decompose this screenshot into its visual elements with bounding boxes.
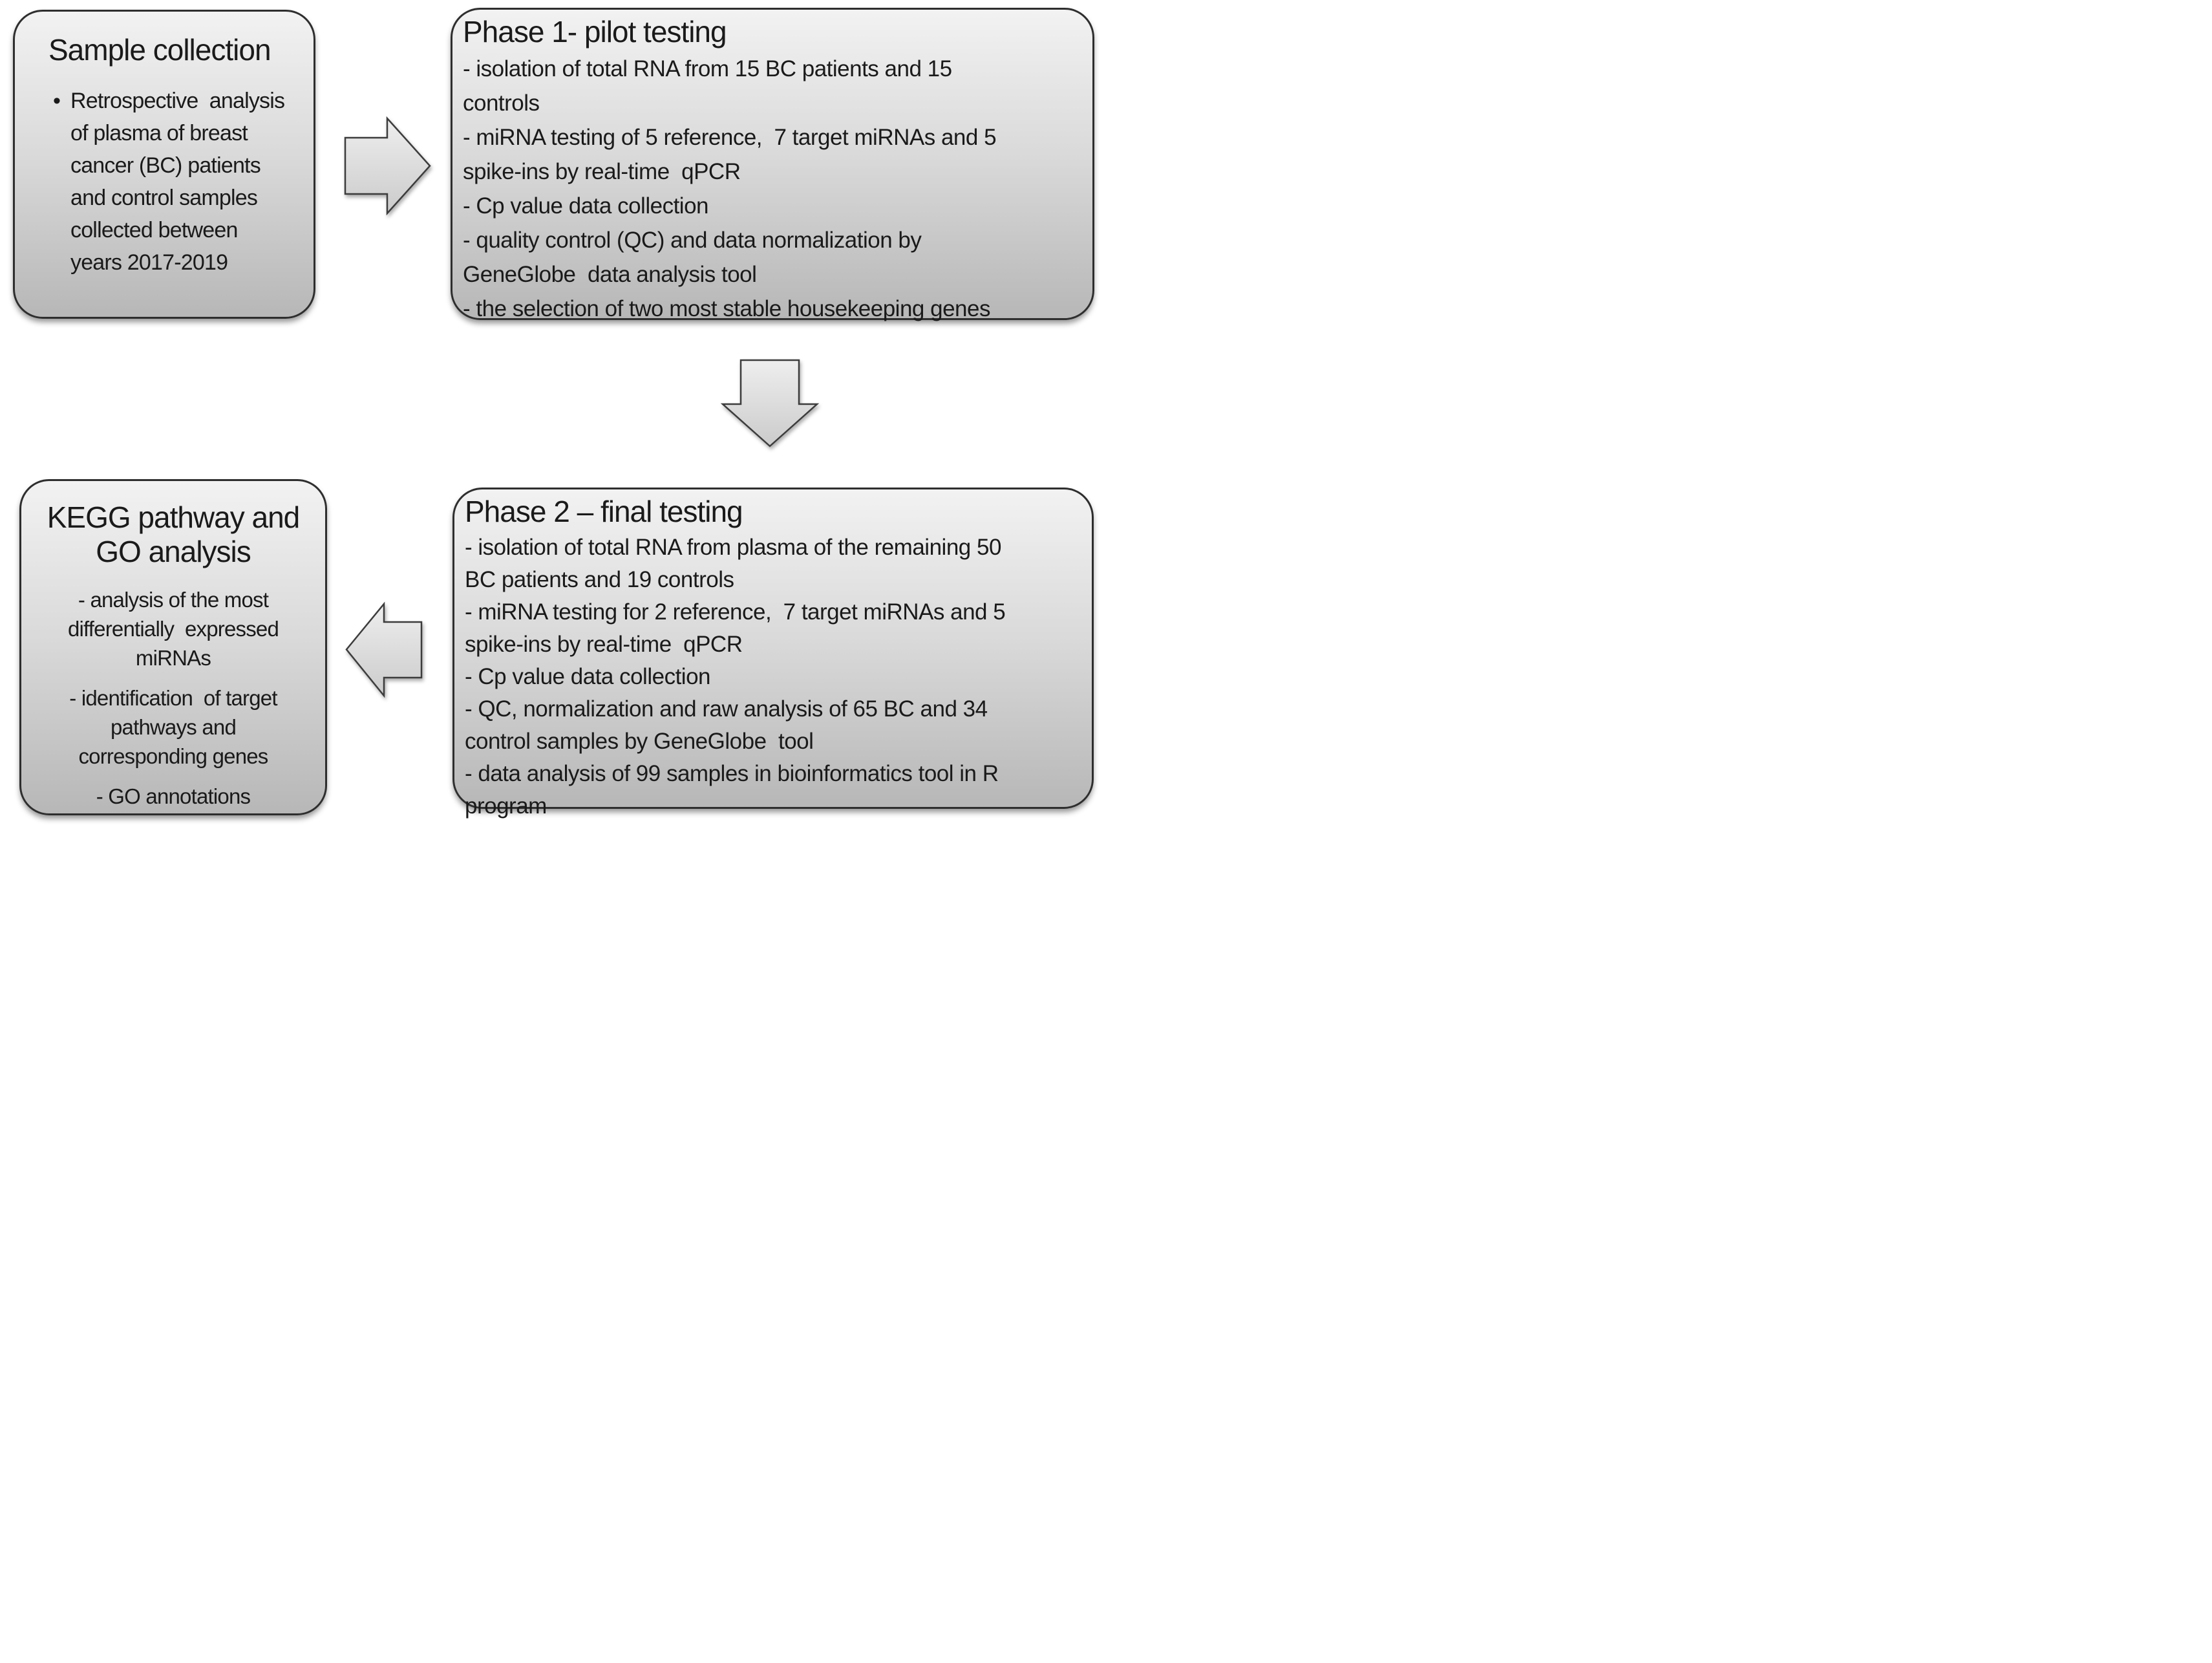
text-line: years 2017-2019 — [70, 250, 228, 275]
text-line: - GO annotations — [96, 784, 251, 808]
text-line: miRNAs — [135, 646, 211, 670]
text-line: of plasma of breast — [70, 121, 248, 146]
text-line: corresponding genes — [78, 744, 268, 768]
text-line: - isolation of total RNA from 15 BC pati… — [463, 56, 952, 82]
kegg-title: KEGG pathway and GO analysis — [21, 481, 325, 569]
text-line: spike-ins by real-time qPCR — [463, 159, 741, 185]
text-line: - Cp value data collection — [463, 193, 709, 219]
bullet-icon: • — [53, 89, 61, 114]
node-phase1-pilot-testing: Phase 1- pilot testing - isolation of to… — [451, 8, 1094, 321]
kegg-paragraph: - GO annotations — [21, 782, 325, 811]
text-line: collected between — [70, 218, 238, 243]
text-line: - quality control (QC) and data normaliz… — [463, 228, 922, 253]
text-line: - identification of target — [69, 686, 277, 710]
text-line: BC patients and 19 controls — [465, 567, 734, 593]
text-line: - Cp value data collection — [465, 664, 711, 690]
title-line: KEGG pathway and — [47, 500, 301, 534]
text-line: cancer (BC) patients — [70, 153, 261, 178]
text-line: and control samples — [70, 186, 258, 211]
kegg-paragraph: - analysis of the most differentially ex… — [21, 585, 325, 672]
node-sample-collection: Sample collection • Retrospective analys… — [13, 10, 315, 319]
node-phase2-final-testing: Phase 2 – final testing - isolation of t… — [452, 488, 1094, 819]
text-line: control samples by GeneGlobe tool — [465, 729, 814, 755]
text-line: - data analysis of 99 samples in bioinfo… — [465, 761, 999, 787]
text-line: - isolation of total RNA from plasma of … — [465, 535, 1001, 561]
phase2-text: - isolation of total RNA from plasma of … — [454, 531, 1092, 822]
text-line: program — [465, 793, 547, 819]
title-line: GO analysis — [96, 535, 251, 568]
sample-collection-title: Sample collection — [48, 33, 271, 67]
text-line: controls — [463, 91, 540, 116]
flow-arrow-left-icon — [345, 601, 423, 698]
phase2-title: Phase 2 – final testing — [465, 495, 743, 528]
text-line: - miRNA testing for 2 reference, 7 targe… — [465, 599, 1006, 625]
text-line: - miRNA testing of 5 reference, 7 target… — [463, 125, 997, 151]
text-line: pathways and — [110, 715, 237, 739]
text-line: Retrospective analysis — [70, 89, 285, 114]
flow-arrow-right-icon — [344, 116, 431, 216]
text-line: GeneGlobe data analysis tool — [463, 262, 757, 288]
text-line: - QC, normalization and raw analysis of … — [465, 696, 988, 722]
flow-arrow-down-icon — [720, 359, 820, 447]
node-kegg-go-analysis: KEGG pathway and GO analysis - analysis … — [19, 479, 327, 815]
text-line: - analysis of the most — [78, 588, 269, 612]
text-line: differentially expressed — [67, 617, 279, 641]
text-line: - the selection of two most stable house… — [463, 296, 990, 322]
kegg-paragraph: - identification of target pathways and … — [21, 683, 325, 771]
study-flow-diagram: Sample collection • Retrospective analys… — [0, 0, 1106, 832]
phase1-title: Phase 1- pilot testing — [463, 15, 727, 48]
sample-collection-bullet-item: • Retrospective analysis of plasma of br… — [15, 85, 314, 279]
text-line: spike-ins by real-time qPCR — [465, 632, 743, 658]
sample-collection-text: Retrospective analysis of plasma of brea… — [70, 85, 285, 279]
phase1-text: - isolation of total RNA from 15 BC pati… — [452, 52, 1092, 326]
